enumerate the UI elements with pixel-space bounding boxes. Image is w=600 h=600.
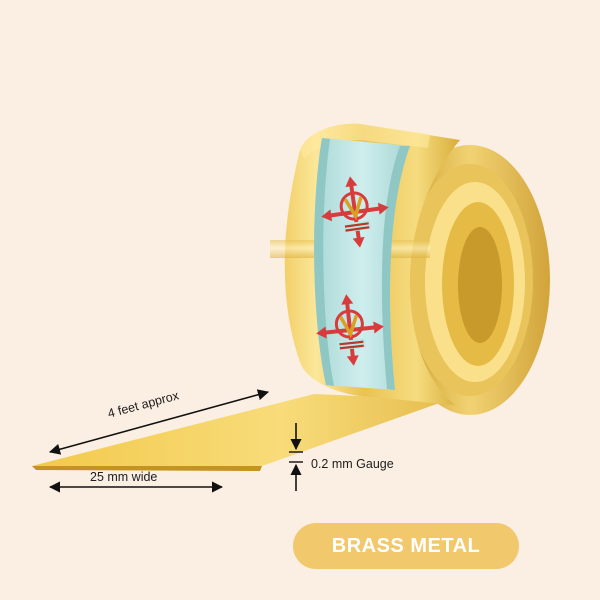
brass-metal-badge: BRASS METAL <box>293 523 519 569</box>
brass-strip <box>32 394 448 466</box>
brass-strip-edge <box>32 466 262 471</box>
gauge-label: 0.2 mm Gauge <box>311 457 394 471</box>
length-arrow <box>48 389 270 455</box>
brass-roll <box>270 123 550 415</box>
width-label: 25 mm wide <box>90 470 158 484</box>
brand-logo-bottom <box>316 294 384 366</box>
brand-logo-top <box>321 176 389 248</box>
